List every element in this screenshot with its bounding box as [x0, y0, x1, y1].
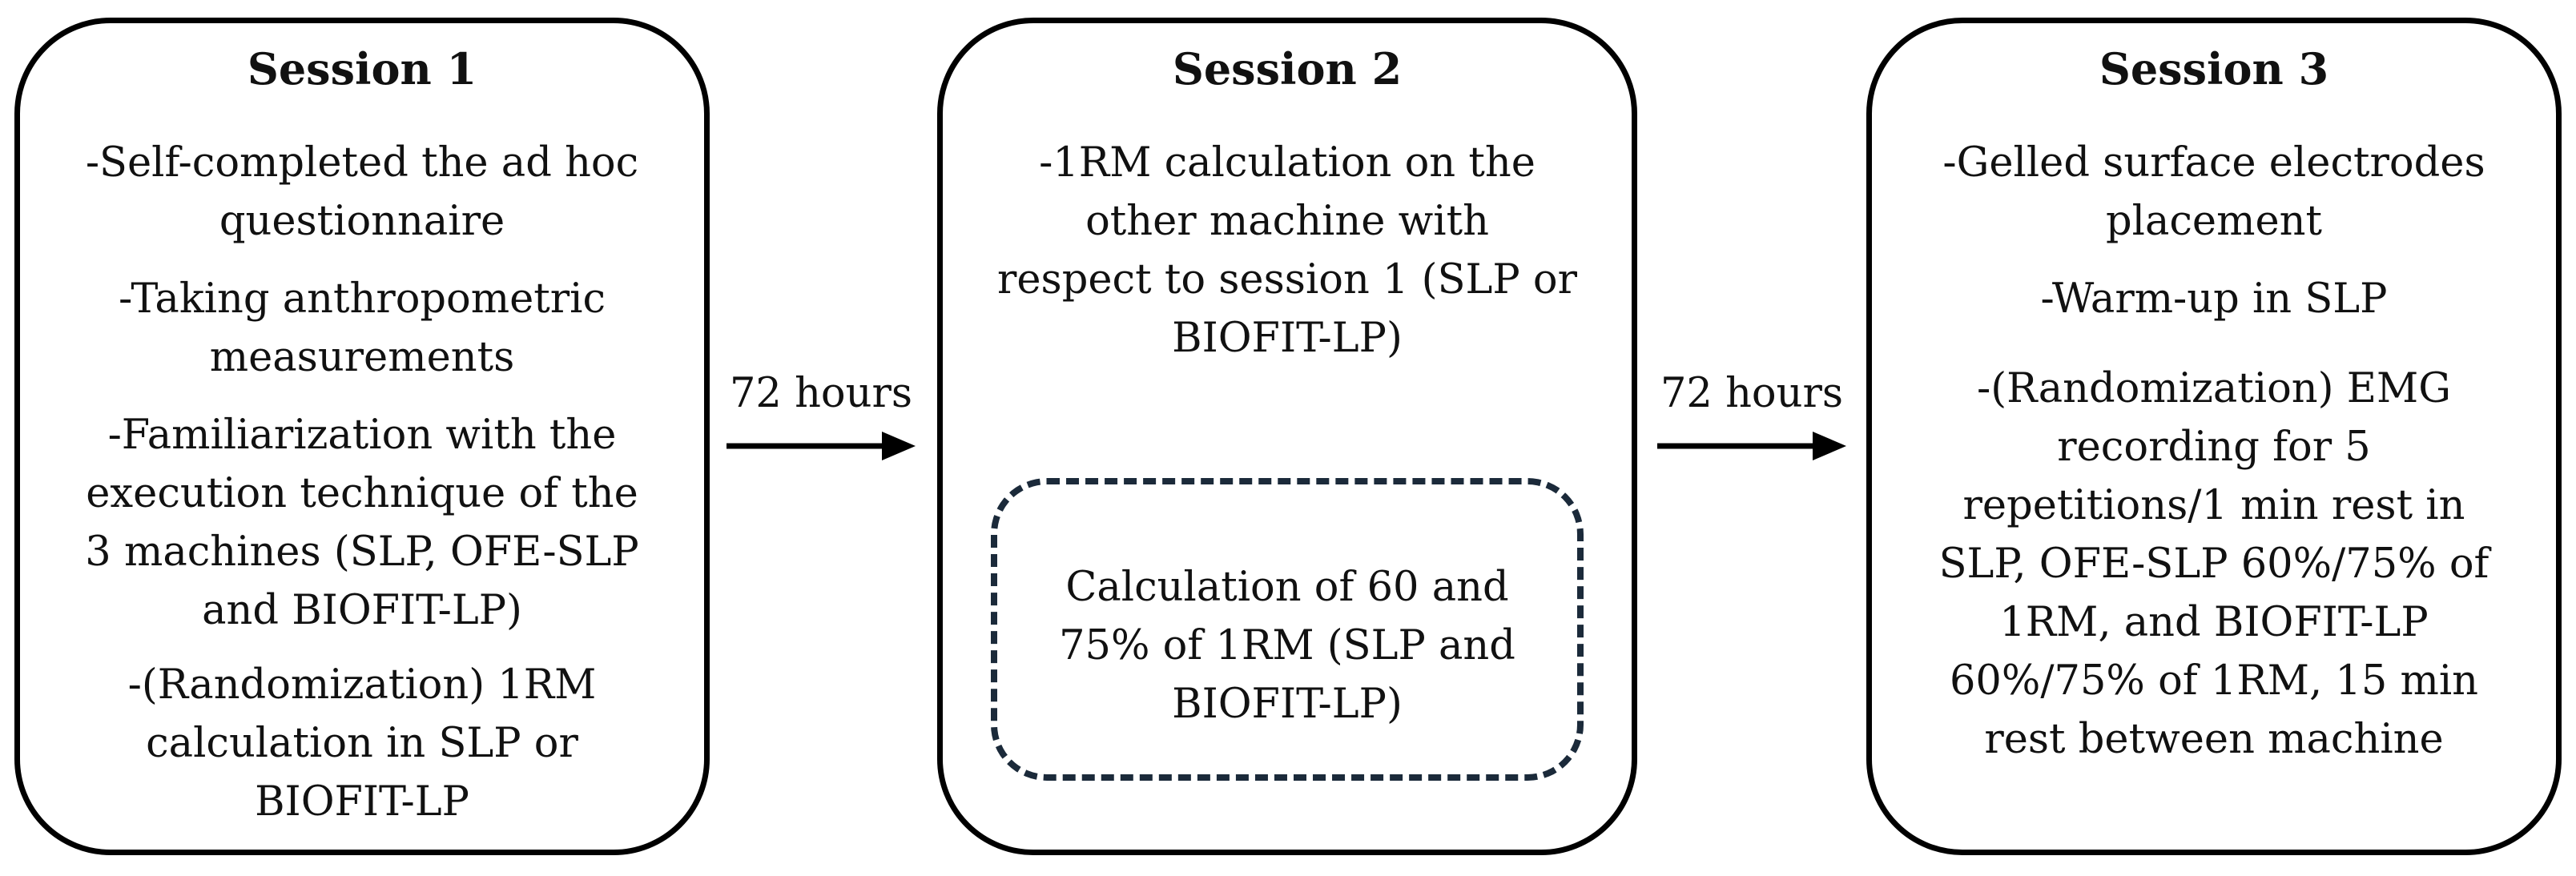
text-line: -1RM calculation on the: [1039, 139, 1536, 187]
text-line: -Self-completed the ad hoc: [85, 139, 639, 187]
text-line: repetitions/1 min rest in: [1962, 482, 2465, 529]
connector-session-1-to-2: 72 hours: [717, 364, 925, 476]
text-line: -Gelled surface electrodes: [1942, 139, 2485, 187]
text-line: BIOFIT-LP): [1172, 681, 1403, 728]
connector-label: 72 hours: [1660, 370, 1844, 417]
text-line: placement: [2106, 198, 2322, 245]
session-3-item-warm-up: -Warm-up in SLP: [1878, 270, 2550, 328]
text-line: -Warm-up in SLP: [2040, 275, 2388, 323]
session-1-box: Session 1 -Self-completed the ad hoc que…: [14, 18, 710, 855]
text-line: questionnaire: [219, 198, 505, 245]
text-line: and BIOFIT-LP): [202, 587, 522, 634]
text-line: 1RM, and BIOFIT-LP: [1999, 599, 2429, 646]
text-line: BIOFIT-LP): [1172, 315, 1403, 362]
text-line: -(Randomization) EMG: [1977, 365, 2451, 412]
text-line: 75% of 1RM (SLP and: [1059, 622, 1515, 669]
text-line: -Familiarization with the: [107, 412, 617, 459]
text-line: measurements: [209, 334, 515, 381]
session-1-item-1rm-calculation: -(Randomization) 1RM calculation in SLP …: [26, 656, 698, 831]
session-1-item-familiarization: -Familiarization with the execution tech…: [26, 406, 698, 640]
text-line: Calculation of 60 and: [1065, 564, 1509, 611]
connector-label: 72 hours: [729, 370, 913, 417]
session-3-title: Session 3: [2099, 43, 2329, 94]
session-1-item-questionnaire: -Self-completed the ad hoc questionnaire: [26, 134, 698, 251]
session-2-item-1rm-other-machine: -1RM calculation on the other machine wi…: [949, 134, 1625, 368]
text-line: BIOFIT-LP: [255, 778, 469, 826]
text-line: -Taking anthropometric: [118, 275, 606, 323]
session-3-item-emg-recording: -(Randomization) EMG recording for 5 rep…: [1878, 360, 2550, 769]
text-line: rest between machine: [1984, 716, 2444, 763]
session-2-title: Session 2: [1172, 43, 1403, 94]
text-line: 60%/75% of 1RM, 15 min: [1949, 657, 2478, 705]
session-2-dashed-box: Calculation of 60 and 75% of 1RM (SLP an…: [991, 478, 1584, 781]
text-line: execution technique of the: [86, 470, 638, 517]
text-line: other machine with: [1085, 198, 1489, 245]
right-arrow-icon: [1657, 432, 1846, 460]
session-1-item-anthropometric: -Taking anthropometric measurements: [26, 270, 698, 387]
session-1-title: Session 1: [247, 43, 477, 94]
text-line: SLP, OFE-SLP 60%/75% of: [1938, 540, 2489, 588]
right-arrow-icon: [727, 432, 916, 460]
text-line: 3 machines (SLP, OFE-SLP: [85, 528, 639, 576]
text-line: respect to session 1 (SLP or: [997, 256, 1577, 303]
text-line: -(Randomization) 1RM: [127, 661, 597, 709]
session-2-box: Session 2 -1RM calculation on the other …: [937, 18, 1637, 855]
text-line: recording for 5: [2057, 424, 2371, 471]
text-line: calculation in SLP or: [146, 720, 578, 767]
session-3-item-electrodes: -Gelled surface electrodes placement: [1878, 134, 2550, 251]
connector-session-2-to-3: 72 hours: [1648, 364, 1856, 476]
dashed-box-text: Calculation of 60 and 75% of 1RM (SLP an…: [1004, 558, 1571, 733]
session-3-box: Session 3 -Gelled surface electrodes pla…: [1866, 18, 2562, 855]
